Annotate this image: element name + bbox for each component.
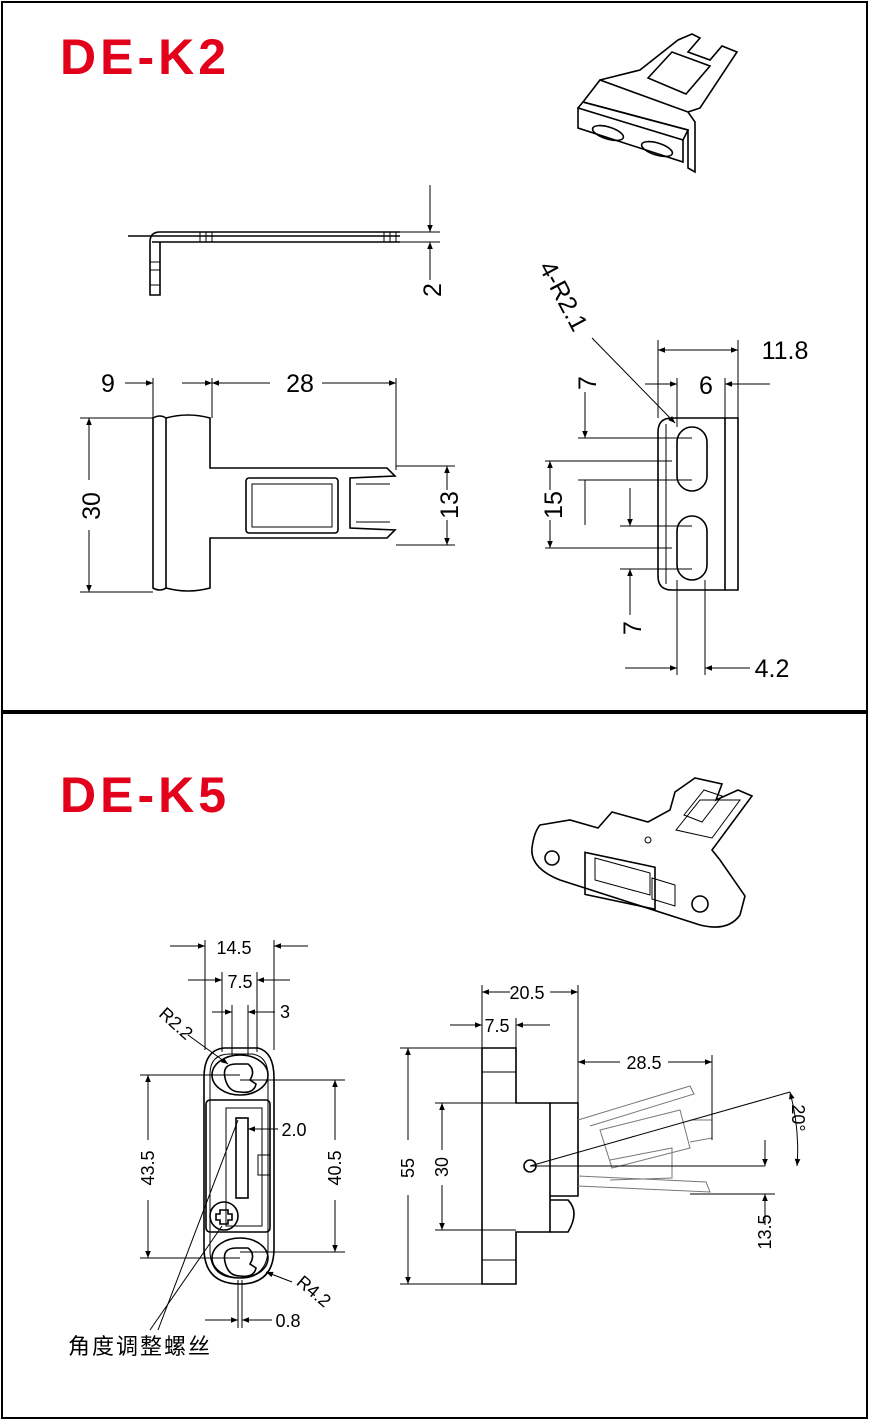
k2-dim-slot-offset: 6 [699, 372, 713, 400]
k2-dim-slot-bottom: 7 [619, 621, 647, 635]
k5-dim-width-total: 14.5 [216, 938, 251, 958]
k5-dim-height-mid: 30 [432, 1157, 452, 1177]
k2-iso-view [577, 33, 739, 174]
k5-dim-key-length: 28.5 [626, 1053, 661, 1073]
k2-side-view: 4-R2.1 11.8 6 7 15 7 4.2 [533, 257, 808, 683]
k5-iso-view [531, 777, 754, 928]
k2-dim-slot-width: 4.2 [755, 655, 790, 683]
k5-dim-offset-3: 3 [280, 1002, 290, 1022]
k2-dim-slot-radius: 4-R2.1 [533, 257, 593, 336]
k5-dim-side-depth: 20.5 [509, 983, 544, 1003]
k2-profile-view: 2 [128, 185, 447, 297]
k5-dim-radius-bottom: R4.2 [293, 1272, 335, 1312]
model-title-de-k2: DE-K2 [60, 29, 231, 85]
k5-note-angle-screw: 角度调整螺丝 [68, 1335, 212, 1360]
k5-dim-gap: 2.0 [281, 1120, 306, 1140]
k2-dim-thickness: 2 [419, 283, 447, 297]
k5-dim-pitch-outer: 43.5 [138, 1150, 158, 1185]
k5-side-view: 20.5 7.5 28.5 20° 55 30 13.5 [398, 983, 808, 1285]
k5-front-view: 14.5 7.5 3 R2.2 43.5 40.5 2.0 R4.2 [68, 938, 345, 1360]
k5-dim-angle: 20° [788, 1104, 808, 1131]
k5-dim-pitch-inner: 40.5 [325, 1150, 345, 1185]
panel-de-k5 [1, 712, 868, 1419]
k5-dim-side-step: 7.5 [484, 1016, 509, 1036]
k2-dim-length: 28 [286, 370, 314, 398]
panel-de-k2 [1, 1, 868, 712]
k2-dim-total-depth: 11.8 [762, 337, 809, 365]
k5-dim-gap-small: 0.8 [275, 1311, 300, 1331]
k2-dim-width-left: 9 [101, 370, 115, 398]
k2-front-view: 9 28 30 13 [78, 370, 464, 593]
k5-dim-height-total: 55 [398, 1158, 418, 1178]
k2-dim-slot-opening: 13 [436, 491, 464, 519]
k2-dim-slot-top: 7 [574, 376, 602, 390]
k5-dim-width-mid: 7.5 [227, 972, 252, 992]
k5-dim-radius-top: R2.2 [155, 1003, 197, 1043]
k2-dim-height: 30 [78, 492, 106, 520]
model-title-de-k5: DE-K5 [60, 767, 231, 823]
k5-dim-key-offset: 13.5 [755, 1214, 775, 1249]
k2-dim-slot-pitch: 15 [540, 491, 568, 519]
